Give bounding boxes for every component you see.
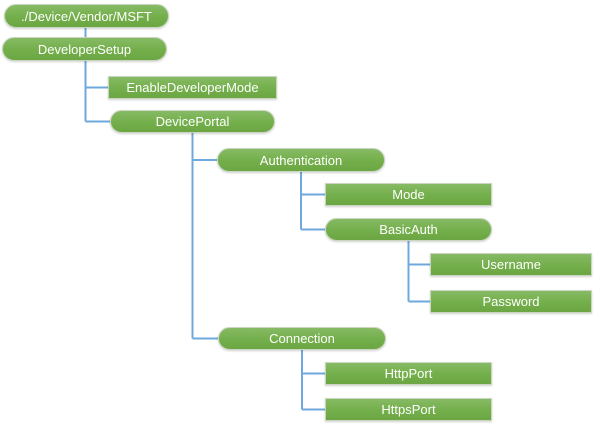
node-basicauth: BasicAuth [325,218,492,241]
node-deviceportal: DevicePortal [110,110,275,133]
node-authentication: Authentication [217,148,385,172]
node-mode: Mode [325,183,492,206]
node-username: Username [430,253,592,276]
node-httpsport: HttpsPort [325,398,492,421]
node-device-vendor-msft: ./Device/Vendor/MSFT [4,4,169,28]
node-httpport: HttpPort [325,362,492,385]
node-connection: Connection [218,327,386,350]
node-developersetup: DeveloperSetup [2,37,167,61]
node-password: Password [430,290,592,313]
node-enabledevelopermode: EnableDeveloperMode [108,76,277,99]
